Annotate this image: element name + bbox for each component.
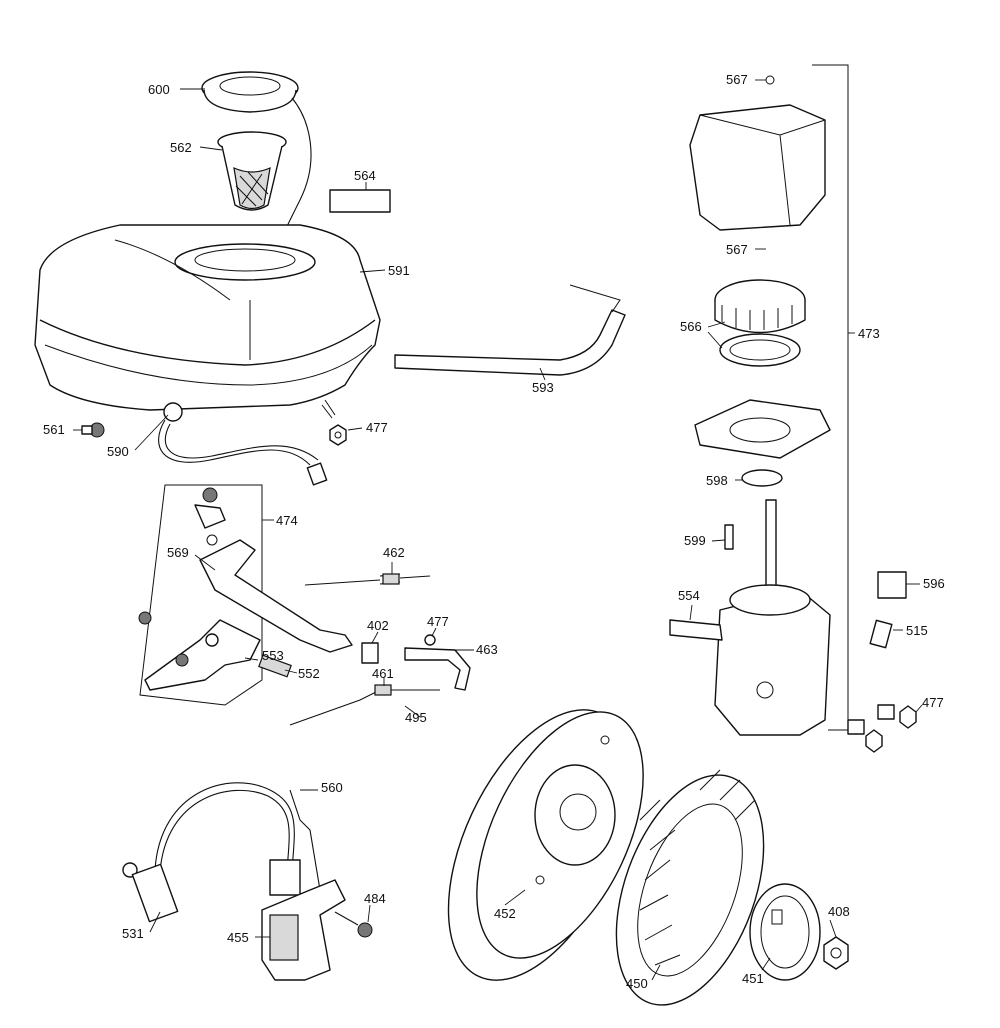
- callout-402: 402: [367, 618, 389, 633]
- flywheel-nut: [823, 936, 849, 970]
- leader-lines: [73, 79, 923, 981]
- air-filter-element: [714, 279, 806, 367]
- callout-408: 408: [828, 904, 850, 919]
- air-cleaner-base: [694, 399, 831, 487]
- fuel-tank-label: [329, 189, 391, 213]
- callout-600: 600: [148, 82, 170, 97]
- callout-477-carb: 477: [922, 695, 944, 710]
- callout-562: 562: [170, 140, 192, 155]
- callout-451: 451: [742, 971, 764, 986]
- flywheel: [615, 769, 765, 1006]
- callout-599: 599: [684, 533, 706, 548]
- fuel-tank: [34, 224, 381, 411]
- callout-455: 455: [227, 930, 249, 945]
- callout-569: 569: [167, 545, 189, 560]
- air-cleaner-cover: [689, 75, 826, 231]
- governor-spring: [304, 573, 431, 586]
- fuel-valve: [158, 402, 328, 486]
- callout-566: 566: [680, 319, 702, 334]
- blower-housing: [447, 709, 644, 981]
- callout-590: 590: [107, 444, 129, 459]
- callout-474: 474: [276, 513, 298, 528]
- ignition-coil: [122, 782, 373, 981]
- fuel-tank-gasket: [394, 284, 626, 376]
- fuel-cap: [201, 71, 312, 269]
- throttle-link: [289, 634, 471, 726]
- tank-nut: [321, 399, 347, 446]
- callout-450: 450: [626, 976, 648, 991]
- callout-564: 564: [354, 168, 376, 183]
- callout-452: 452: [494, 906, 516, 921]
- callout-477-tank: 477: [366, 420, 388, 435]
- callout-561: 561: [43, 422, 65, 437]
- carb-nuts: [847, 704, 917, 753]
- control-lever: [138, 487, 353, 691]
- callout-593: 593: [532, 380, 554, 395]
- callout-495: 495: [405, 710, 427, 725]
- callout-484: 484: [364, 891, 386, 906]
- callout-515: 515: [906, 623, 928, 638]
- starter-cup: [749, 883, 821, 981]
- misc-labels: [869, 571, 907, 649]
- callout-567-top: 567: [726, 72, 748, 87]
- callout-567-mid: 567: [726, 242, 748, 257]
- callout-560: 560: [321, 780, 343, 795]
- callout-552: 552: [298, 666, 320, 681]
- callout-labels: 600 562 564 591 593 561 590 477 474 569 …: [43, 72, 945, 991]
- callout-553: 553: [262, 648, 284, 663]
- callout-591: 591: [388, 263, 410, 278]
- callout-554: 554: [678, 588, 700, 603]
- carburetor: [669, 499, 831, 736]
- air-cleaner-bracket: [812, 64, 849, 731]
- callout-531: 531: [122, 926, 144, 941]
- control-bracket-frame: [139, 484, 263, 706]
- tank-bolt: [81, 422, 105, 438]
- callout-596: 596: [923, 576, 945, 591]
- callout-473: 473: [858, 326, 880, 341]
- fuel-strainer: [217, 131, 287, 211]
- callout-477-link: 477: [427, 614, 449, 629]
- callout-462: 462: [383, 545, 405, 560]
- callout-463: 463: [476, 642, 498, 657]
- callout-461: 461: [372, 666, 394, 681]
- callout-598: 598: [706, 473, 728, 488]
